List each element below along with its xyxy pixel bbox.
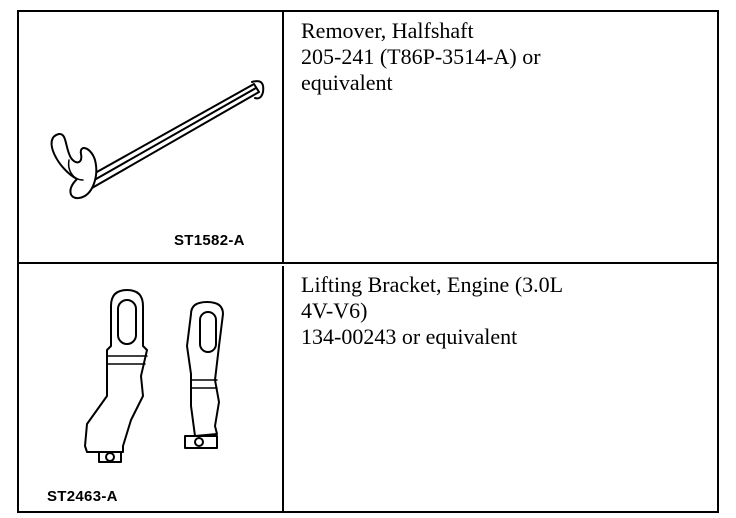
tool-part-number: ST2463-A (47, 488, 118, 505)
special-tools-table: ST1582-A Remover, Halfshaft 205-241 (T86… (17, 10, 719, 513)
tool-row-engine-lifting-bracket: ST2463-A Lifting Bracket, Engine (3.0L 4… (19, 266, 717, 511)
tool-description-cell: Lifting Bracket, Engine (3.0L 4V-V6) 134… (286, 266, 717, 511)
tool-description-cell: Remover, Halfshaft 205-241 (T86P-3514-A)… (286, 12, 717, 262)
halfshaft-remover-icon (50, 80, 265, 200)
engine-lifting-bracket-icon (84, 289, 224, 463)
tool-name: Lifting Bracket, Engine (3.0L (301, 272, 564, 297)
tool-illustration-cell: ST2463-A (19, 266, 284, 511)
tool-number: 205-241 (T86P-3514-A) or (301, 44, 541, 69)
tool-equivalent: equivalent (301, 70, 393, 95)
tool-name-continued: 4V-V6) (301, 298, 368, 323)
tool-illustration-cell: ST1582-A (19, 12, 284, 262)
tool-part-number: ST1582-A (174, 232, 245, 249)
tool-number: 134-00243 or equivalent (301, 324, 518, 349)
tool-name: Remover, Halfshaft (301, 18, 474, 43)
tool-row-halfshaft-remover: ST1582-A Remover, Halfshaft 205-241 (T86… (19, 12, 717, 264)
